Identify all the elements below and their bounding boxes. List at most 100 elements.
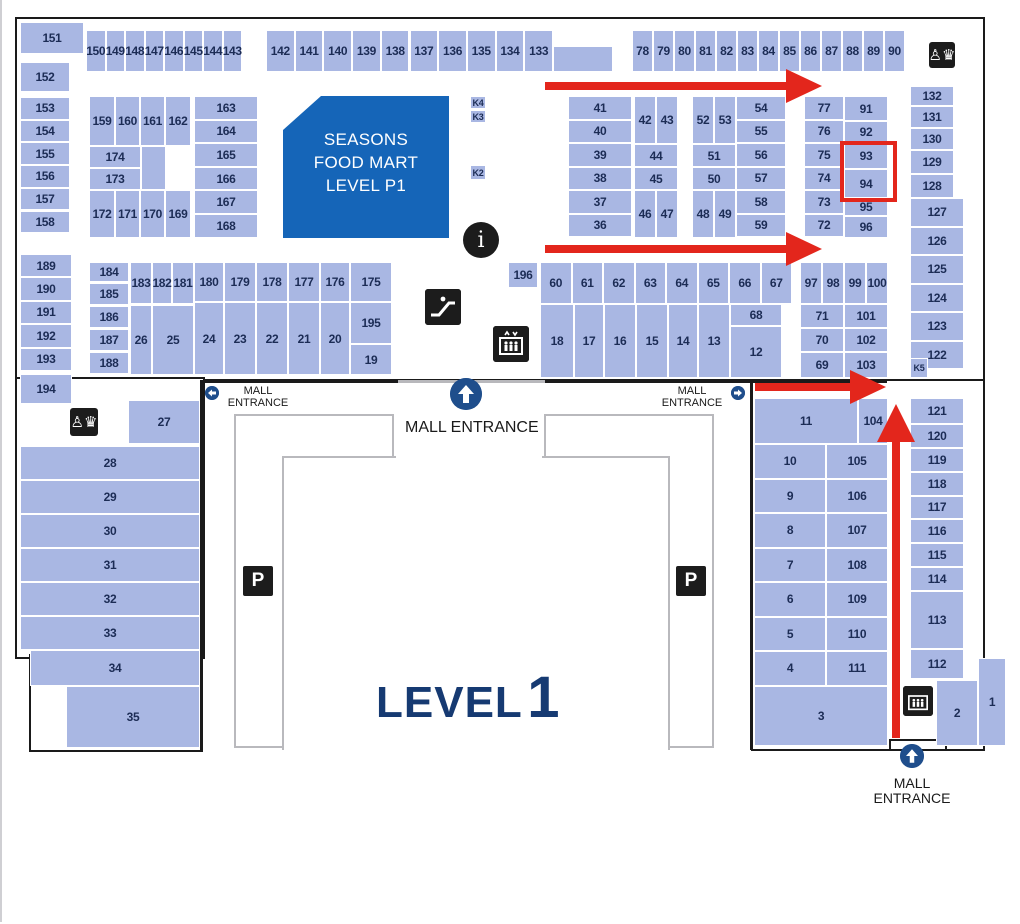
shop-unit-179[interactable]: 179 — [224, 262, 256, 302]
shop-unit-171[interactable]: 171 — [115, 190, 140, 238]
shop-unit-20[interactable]: 20 — [320, 302, 350, 375]
shop-unit-98[interactable]: 98 — [822, 262, 844, 304]
shop-unit-59[interactable]: 59 — [736, 213, 786, 237]
shop-unit-25[interactable]: 25 — [152, 305, 194, 375]
shop-unit-62[interactable]: 62 — [603, 262, 635, 304]
shop-unit-112[interactable]: 112 — [910, 649, 964, 679]
shop-unit[interactable] — [141, 146, 166, 190]
shop-unit-106[interactable]: 106 — [826, 478, 888, 513]
shop-unit-8[interactable]: 8 — [754, 513, 826, 548]
shop-unit-150[interactable]: 150 — [86, 30, 106, 72]
shop-unit-61[interactable]: 61 — [571, 262, 603, 304]
shop-unit-115[interactable]: 115 — [910, 543, 964, 567]
shop-unit-32[interactable]: 32 — [20, 582, 200, 616]
shop-unit-147[interactable]: 147 — [144, 30, 164, 72]
shop-unit-18[interactable]: 18 — [540, 304, 574, 378]
shop-unit-7[interactable]: 7 — [754, 547, 826, 582]
shop-unit-31[interactable]: 31 — [20, 548, 200, 582]
shop-unit-46[interactable]: 46 — [634, 190, 656, 238]
shop-unit-38[interactable]: 38 — [568, 166, 632, 190]
shop-unit-85[interactable]: 85 — [779, 30, 800, 72]
shop-unit-13[interactable]: 13 — [698, 304, 730, 378]
shop-unit-69[interactable]: 69 — [800, 352, 844, 378]
shop-unit-55[interactable]: 55 — [736, 119, 786, 143]
shop-unit-113[interactable]: 113 — [910, 591, 964, 649]
shop-unit-12[interactable]: 12 — [730, 326, 782, 378]
shop-unit-144[interactable]: 144 — [203, 30, 223, 72]
shop-unit-153[interactable]: 153 — [20, 97, 70, 120]
shop-unit-87[interactable]: 87 — [821, 30, 842, 72]
shop-unit-30[interactable]: 30 — [20, 514, 200, 548]
shop-unit-39[interactable]: 39 — [568, 143, 632, 167]
shop-unit-134[interactable]: 134 — [495, 30, 525, 72]
shop-unit-138[interactable]: 138 — [380, 30, 410, 72]
shop-unit-182[interactable]: 182 — [152, 262, 172, 304]
shop-unit-187[interactable]: 187 — [89, 329, 129, 351]
shop-unit-2[interactable]: 2 — [936, 680, 978, 746]
shop-unit-176[interactable]: 176 — [320, 262, 350, 302]
shop-unit-108[interactable]: 108 — [826, 547, 888, 582]
shop-unit-27[interactable]: 27 — [128, 400, 200, 444]
shop-unit-54[interactable]: 54 — [736, 96, 786, 120]
shop-unit-63[interactable]: 63 — [634, 262, 666, 304]
shop-unit-178[interactable]: 178 — [256, 262, 288, 302]
shop-unit-186[interactable]: 186 — [89, 306, 129, 328]
shop-unit-47[interactable]: 47 — [656, 190, 678, 238]
shop-unit-117[interactable]: 117 — [910, 495, 964, 520]
shop-unit-156[interactable]: 156 — [20, 165, 70, 188]
shop-unit-36[interactable]: 36 — [568, 213, 632, 237]
shop-unit-83[interactable]: 83 — [737, 30, 758, 72]
shop-unit-22[interactable]: 22 — [256, 302, 288, 375]
shop-unit-194[interactable]: 194 — [20, 374, 72, 404]
shop-unit-76[interactable]: 76 — [804, 119, 844, 143]
shop-unit-118[interactable]: 118 — [910, 471, 964, 496]
shop-unit-126[interactable]: 126 — [910, 226, 964, 255]
shop-unit-189[interactable]: 189 — [20, 254, 72, 278]
shop-unit-26[interactable]: 26 — [130, 305, 152, 375]
shop-unit-183[interactable]: 183 — [130, 262, 152, 304]
shop-unit-149[interactable]: 149 — [105, 30, 125, 72]
shop-unit-135[interactable]: 135 — [466, 30, 496, 72]
shop-unit-143[interactable]: 143 — [222, 30, 242, 72]
shop-unit-165[interactable]: 165 — [194, 143, 258, 167]
shop-unit-164[interactable]: 164 — [194, 119, 258, 144]
shop-unit-9[interactable]: 9 — [754, 478, 826, 513]
shop-unit-107[interactable]: 107 — [826, 513, 888, 548]
shop-unit-66[interactable]: 66 — [729, 262, 761, 304]
shop-unit-190[interactable]: 190 — [20, 277, 72, 301]
shop-unit-162[interactable]: 162 — [165, 96, 191, 146]
shop-unit-192[interactable]: 192 — [20, 324, 72, 348]
shop-unit-146[interactable]: 146 — [164, 30, 184, 72]
shop-unit-128[interactable]: 128 — [910, 174, 954, 198]
shop-unit-111[interactable]: 111 — [826, 651, 888, 686]
shop-unit-95[interactable]: 95 — [844, 198, 888, 216]
shop-unit-79[interactable]: 79 — [653, 30, 674, 72]
kiosk-k5[interactable]: K5 — [910, 358, 928, 378]
shop-unit-64[interactable]: 64 — [666, 262, 698, 304]
shop-unit-45[interactable]: 45 — [634, 167, 678, 190]
shop-unit-114[interactable]: 114 — [910, 567, 964, 591]
shop-unit-84[interactable]: 84 — [758, 30, 779, 72]
shop-unit-129[interactable]: 129 — [910, 150, 954, 174]
shop-unit-4[interactable]: 4 — [754, 651, 826, 686]
shop-unit-119[interactable]: 119 — [910, 448, 964, 472]
shop-unit-51[interactable]: 51 — [692, 144, 736, 167]
shop-unit-93[interactable]: 93 — [844, 143, 888, 169]
shop-unit-15[interactable]: 15 — [636, 304, 668, 378]
shop-unit-42[interactable]: 42 — [634, 96, 656, 144]
shop-unit-48[interactable]: 48 — [692, 190, 714, 238]
shop-unit-195[interactable]: 195 — [350, 302, 392, 344]
shop-unit-19[interactable]: 19 — [350, 344, 392, 375]
shop-unit-29[interactable]: 29 — [20, 480, 200, 514]
shop-unit-94[interactable]: 94 — [844, 169, 888, 198]
shop-unit-173[interactable]: 173 — [89, 168, 141, 190]
shop-unit-49[interactable]: 49 — [714, 190, 736, 238]
shop-unit-169[interactable]: 169 — [165, 190, 191, 238]
shop-unit-161[interactable]: 161 — [140, 96, 165, 146]
shop-unit-121[interactable]: 121 — [910, 398, 964, 424]
shop-unit-52[interactable]: 52 — [692, 96, 714, 144]
shop-unit-88[interactable]: 88 — [842, 30, 863, 72]
shop-unit-152[interactable]: 152 — [20, 62, 70, 92]
shop-unit-3[interactable]: 3 — [754, 686, 888, 746]
shop-unit-137[interactable]: 137 — [409, 30, 439, 72]
